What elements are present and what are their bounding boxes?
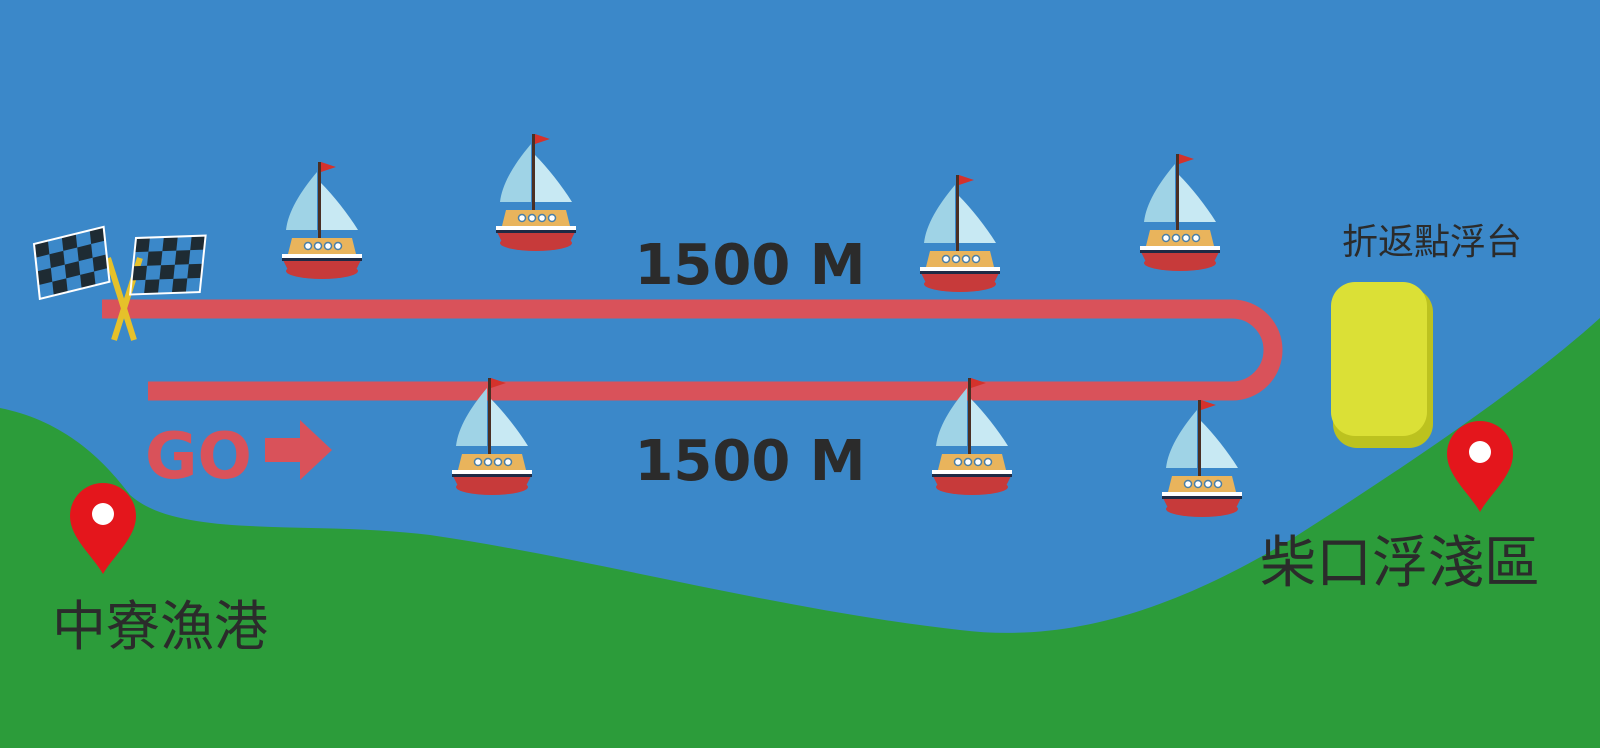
- turnaround-label: 折返點浮台: [1342, 222, 1522, 263]
- right-place-label: 柴口浮淺區: [1260, 531, 1540, 596]
- left-place-label: 中寮漁港: [52, 595, 268, 658]
- go-label: GO: [145, 420, 252, 494]
- distance-label-bottom: 1500 M: [634, 429, 865, 494]
- coastline-land: [0, 318, 1600, 748]
- distance-label-top: 1500 M: [634, 233, 865, 298]
- arrow-right-icon: [265, 420, 332, 480]
- swim-route: [102, 299, 1283, 401]
- checkered-flags-icon: [32, 225, 207, 341]
- turnaround-platform: [1331, 282, 1433, 448]
